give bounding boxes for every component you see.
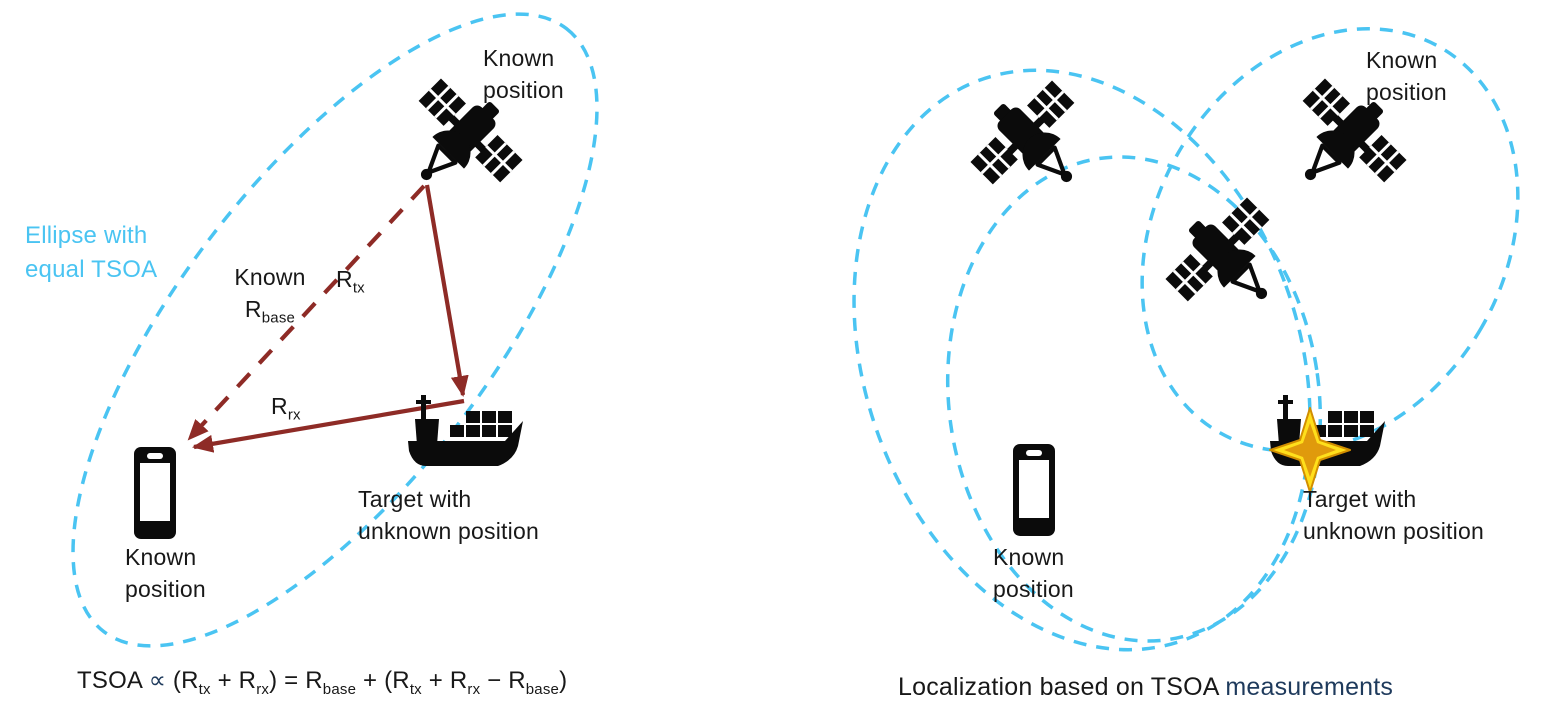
right-caption: Localization based on TSOA measurements: [898, 673, 1394, 701]
rrx-arrow: [192, 398, 465, 453]
tsoa-ellipse: [852, 68, 1312, 652]
rbase-known-label: Known Rbase: [234, 264, 306, 327]
smartphone-icon: [1013, 444, 1055, 536]
satellite-icon: [957, 67, 1111, 221]
satellite-icon: [1152, 184, 1306, 338]
smartphone-icon: [134, 447, 176, 539]
tsoa-formula: TSOA ∝ (Rtx + Rrx) = Rbase + (Rtx + Rrx …: [77, 667, 568, 698]
tsoa-ellipse: [945, 155, 1323, 643]
left-panel: [71, 12, 599, 648]
rbase-arrow: [187, 184, 426, 441]
right-panel: [852, 27, 1520, 652]
tsoa-ellipse: [71, 12, 599, 648]
left-satellite-known-position-label: Known position: [483, 45, 564, 103]
left-target-label: Target with unknown position: [358, 486, 539, 544]
tsoa-ellipse: [1140, 27, 1520, 453]
left-phone-known-position-label: Known position: [125, 544, 206, 602]
rrx-label: Rrx: [271, 393, 301, 424]
right-satellite-known-position-label: Known position: [1366, 47, 1447, 105]
right-target-label: Target with unknown position: [1303, 486, 1484, 544]
rtx-label: Rtx: [336, 266, 365, 297]
cargo-ship-icon: [408, 395, 523, 466]
right-phone-known-position-label: Known position: [993, 544, 1074, 602]
ellipse-equal-tsoa-label: Ellipse with equal TSOA: [25, 222, 158, 283]
rtx-arrow: [424, 184, 469, 397]
